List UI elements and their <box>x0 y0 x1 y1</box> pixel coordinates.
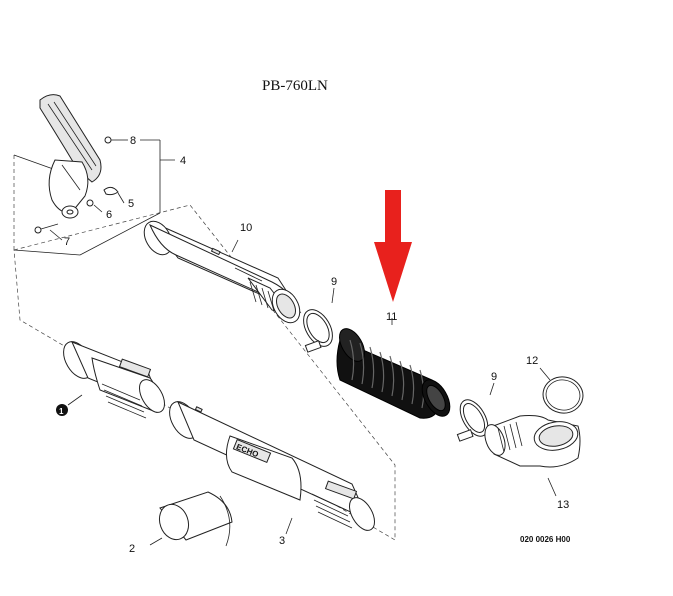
drawing-code: 020 0026 H00 <box>520 535 571 544</box>
callout-1: 1 <box>59 407 64 416</box>
callout-4: 4 <box>180 155 186 167</box>
callout-12: 12 <box>526 355 538 367</box>
screw-part-7 <box>34 223 59 234</box>
callout-9-lower: 9 <box>491 371 497 383</box>
callout-5: 5 <box>128 198 134 210</box>
callout-6: 6 <box>106 209 112 221</box>
callout-13: 13 <box>557 499 569 511</box>
washer-part-6 <box>86 199 94 207</box>
callout-2: 2 <box>129 543 135 555</box>
diagram-title: PB-760LN <box>262 78 328 94</box>
callout-7: 7 <box>64 236 70 248</box>
callout-10: 10 <box>240 222 252 234</box>
callout-8: 8 <box>130 135 136 147</box>
clip-part-5 <box>103 186 119 196</box>
clamp-part-9-upper <box>303 309 333 353</box>
pin-part-8 <box>104 136 123 144</box>
lower-pipe-part-3: ECHO <box>169 400 375 531</box>
elbow-part-13 <box>484 415 581 468</box>
nozzle-part-1 <box>63 341 165 419</box>
callout-11: 11 <box>386 311 397 323</box>
group-bracket <box>13 139 175 256</box>
callout-9-upper: 9 <box>331 276 337 288</box>
callout-3: 3 <box>279 535 285 547</box>
o-ring-part-12 <box>542 376 584 414</box>
bellows-part-11 <box>336 328 451 419</box>
upper-pipe-part-10 <box>143 220 302 324</box>
highlight-arrow <box>374 190 412 302</box>
clamp-part-9-lower <box>456 399 489 442</box>
callout-1-marker <box>56 404 68 416</box>
throttle-handle <box>39 94 102 219</box>
sleeve-part-2 <box>158 491 233 547</box>
